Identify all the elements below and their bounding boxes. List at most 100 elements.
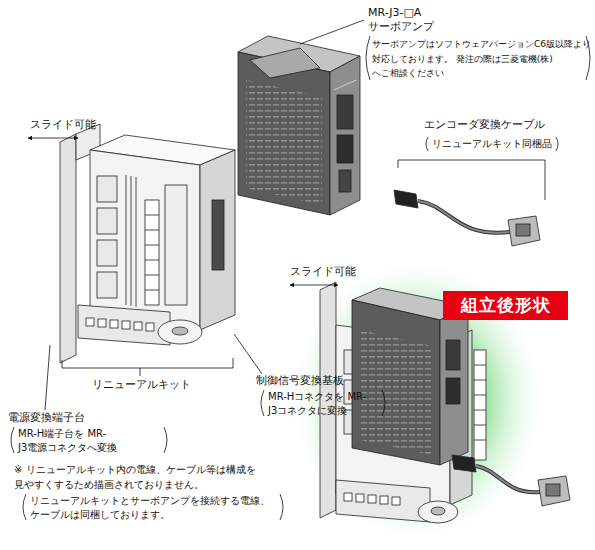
leader-lines-part [164, 427, 167, 453]
renewal-kit-part [200, 150, 235, 330]
leader-lines-part [556, 137, 558, 151]
assembled-unit-part [431, 507, 445, 515]
leader-lines-part [45, 345, 50, 410]
part-label: 制御信号変換基板 [256, 374, 366, 388]
assembled-unit-part [538, 476, 570, 506]
leader-lines-part [398, 160, 545, 200]
leader-lines-part [23, 494, 26, 520]
renewal-kit-part [172, 327, 188, 335]
renewal-kit-part [212, 200, 224, 270]
part-label: エンコーダ変換ケーブル [424, 118, 574, 132]
renewal-kit-part [136, 177, 137, 307]
encoder-cable-part [394, 190, 418, 208]
renewal-kit-part [78, 305, 170, 345]
servo-amplifier-part [337, 135, 353, 163]
assembled-unit-part [336, 480, 430, 522]
assembled-unit-part [356, 494, 364, 502]
servo-amplifier [238, 36, 360, 215]
leader-lines-part [28, 138, 78, 139]
servo-amplifier-part [339, 170, 351, 192]
encoder-cable-part [508, 216, 540, 246]
leader-lines-part [140, 368, 141, 376]
highlight-box: 組立後形状 [443, 291, 568, 320]
part-label: MR-J3-□A サーボアンプ [368, 6, 446, 34]
node-label: 組立後形状 [461, 294, 551, 317]
renewal-kit-part [97, 272, 117, 298]
renewal-kit-part [86, 318, 94, 326]
leader-lines-part [382, 390, 385, 416]
assembled-unit-part [380, 496, 388, 504]
assembled-unit-part [474, 365, 486, 366]
assembled-unit-part [440, 306, 468, 465]
servo-amplifier-part [330, 56, 360, 215]
leader-lines-part [62, 358, 233, 368]
footnote-text: ※ リニューアルキット内の電線、ケーブル等は構成を 見やすくするため描画されてお… [14, 462, 276, 492]
renewal-kit-part [145, 290, 159, 291]
assembled-unit-part [546, 484, 560, 496]
renewal-kit-part [145, 230, 159, 231]
leader-lines-part [11, 427, 14, 453]
note-text: サーボアンプはソフトウェアバージョンC6版以降より 対応しております。 発注の際… [372, 37, 592, 81]
assembled-unit-part [474, 440, 486, 441]
assembled-unit-part [474, 425, 486, 426]
renewal-kit-part [134, 322, 142, 330]
encoder-cable-part [418, 201, 510, 233]
assembled-unit-part [474, 350, 486, 460]
assembled-unit-part [344, 493, 352, 501]
assembled-unit-part [368, 495, 376, 503]
servo-amplifier-part [337, 95, 353, 129]
motion-label: スライド可能 [30, 118, 120, 132]
leader-lines-part [261, 390, 264, 416]
assembled-unit-part [418, 501, 458, 523]
renewal-kit-part [145, 245, 159, 246]
assembled-unit-part [446, 340, 460, 370]
leader-lines-part [290, 285, 338, 286]
leader-lines [11, 20, 590, 520]
renewal-kit-part [90, 150, 200, 330]
leader-lines-part [366, 36, 370, 80]
encoder-cable-part [516, 224, 530, 236]
assembled-unit [320, 282, 570, 523]
leader-lines-part [234, 334, 262, 374]
leader-lines-part [300, 20, 364, 44]
renewal-kit-part [97, 240, 117, 266]
assembled-unit-part [360, 330, 432, 455]
part-note: MR-H端子台を MR-J3電源コネクタへ変換 [18, 427, 162, 454]
servo-amplifier-part [250, 48, 320, 78]
renewal-kit-part [145, 260, 159, 261]
assembled-unit-part [474, 410, 486, 411]
assembled-unit-part [352, 300, 440, 465]
servo-amplifier-part [238, 52, 330, 215]
assembled-unit-part [474, 395, 486, 396]
leader-lines-part [426, 137, 428, 151]
renewal-kit-part [110, 320, 118, 328]
assembled-unit-part [476, 466, 540, 492]
renewal-kit-part [145, 200, 159, 305]
renewal-kit-part [98, 319, 106, 327]
assembled-unit-part [476, 466, 540, 492]
part-note: リニューアルキット同梱品 [432, 137, 562, 151]
renewal-kit-part [122, 321, 130, 329]
encoder-cable-part [418, 201, 510, 233]
part-label: リニューアルキット [92, 378, 202, 392]
renewal-kit-part [165, 185, 187, 305]
encoder-cable [394, 190, 540, 246]
servo-amplifier-part [334, 80, 356, 90]
renewal-kit-part [145, 215, 159, 216]
renewal-kit-part [126, 175, 127, 305]
assembled-unit-part [452, 455, 476, 472]
renewal-kit-part [131, 176, 132, 306]
renewal-kit-part [145, 275, 159, 276]
assembled-unit-part [474, 380, 486, 381]
motion-label: スライド可能 [290, 265, 380, 279]
renewal-kit [60, 124, 235, 363]
part-label: 電源変換端子台 [8, 411, 108, 425]
assembled-unit-part [446, 378, 460, 404]
renewal-kit-part [60, 134, 76, 363]
assembled-unit-part [392, 497, 400, 505]
leader-lines-part [280, 494, 283, 520]
renewal-kit-part [97, 208, 117, 234]
servo-amplifier-part [246, 80, 322, 205]
renewal-kit-part [158, 320, 202, 344]
